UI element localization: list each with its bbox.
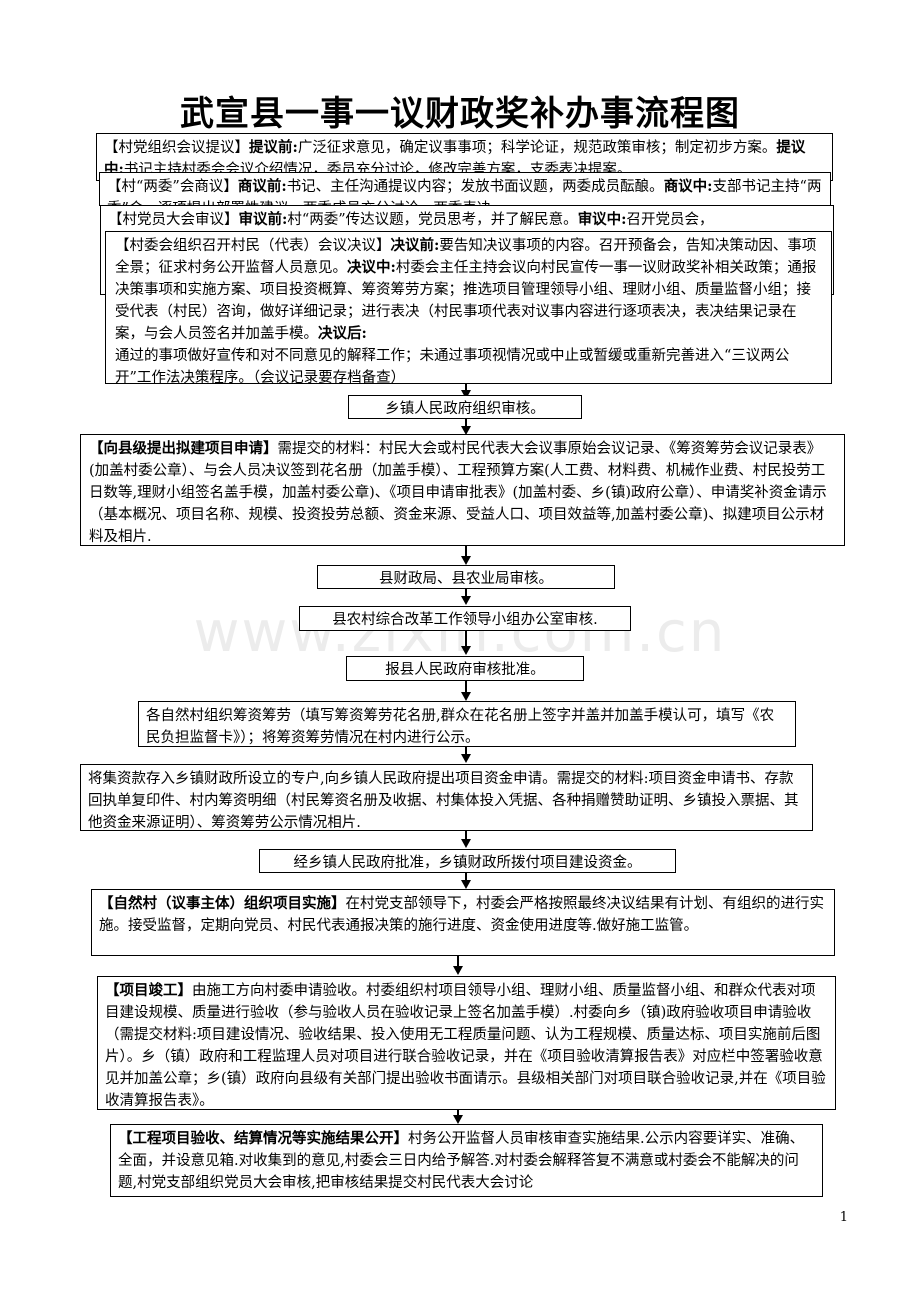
box-party-members-k2: 审议中: <box>577 211 627 228</box>
step-results-disclosure-text: 村务公开监督人员审核审查实施结果.公示内容要详实、准确、全面，并设意见箱.对收集… <box>118 1131 805 1191</box>
step-project-completion: 【项目竣工】由施工方向村委申请验收。村委组织村项目领导小组、理财小组、质量监督小… <box>97 976 836 1110</box>
box-villager-resolution-tag: 【村委会组织召开村民（代表）会议决议】 <box>115 238 391 254</box>
page-number: 1 <box>839 1210 848 1225</box>
box-two-committees: 【村“两委”会商议】商议前:书记、主任沟通提议内容；发放书面议题，两委成员酝酿。… <box>99 172 831 206</box>
box-party-members-t2: 召开党员会， <box>626 212 714 228</box>
step-county-application-text: 需提交的材料：村民大会或村民代表大会议事原始会议记录、《筹资筹劳会议记录表》(加… <box>89 441 827 545</box>
step-project-implementation: 【自然村（议事主体）组织项目实施】在村党支部领导下，村委会严格按照最终决议结果有… <box>91 889 835 956</box>
step-county-approval: 报县人民政府审核批准。 <box>346 656 584 681</box>
box-villager-resolution-k2: 决议中: <box>347 259 396 276</box>
step-county-finance-review: 县财政局、县农业局审核。 <box>317 565 615 589</box>
step-project-implementation-tag: 【自然村（议事主体）组织项目实施】 <box>99 895 346 912</box>
box-two-committees-k1: 商议前: <box>237 178 287 195</box>
step-deposit-funds: 将集资款存入乡镇财政所设立的专户,向乡镇人民政府提出项目资金申请。需提交的材料:… <box>80 764 813 831</box>
step-county-application-tag: 【向县级提出拟建项目申请】 <box>89 440 278 457</box>
box-villager-resolution-t2: 村委会主任主持会议向村民宣传一事一议财政奖补相关政策；通报决策事项和实施方案、项… <box>115 260 817 342</box>
step-reform-office-review: 县农村综合改革工作领导小组办公室审核. <box>299 606 631 631</box>
step-fundraising: 各自然村组织筹资筹劳（填写筹资筹劳花名册,群众在花名册上签字并盖并加盖手模认可，… <box>138 701 796 747</box>
box-party-members-t1: 村“两委”传达议题，党员思考，并了解民意。 <box>287 212 578 228</box>
box-villager-resolution-k3: 决议后: <box>318 325 367 342</box>
page-title: 武宣县一事一议财政奖补办事流程图 <box>180 94 740 134</box>
box-two-committees-t2: 支部书记主持“两委”会，逐项提出部署性建议，两委成员充分讨论，两委表决。 <box>107 179 822 205</box>
step-reform-office-review-text: 县农村综合改革工作领导小组办公室审核. <box>332 612 598 628</box>
step-township-review-text: 乡镇人民政府组织审核。 <box>385 401 545 417</box>
step-fundraising-text: 各自然村组织筹资筹劳（填写筹资筹劳花名册,群众在花名册上签字并盖并加盖手模认可，… <box>146 708 775 746</box>
box-party-proposal-t1: 广泛征求意见，确定议事事项；科学论证，规范政策审核；制定初步方案。 <box>297 140 777 156</box>
box-two-committees-t1: 书记、主任沟通提议内容；发放书面议题，两委成员酝酿。 <box>286 179 664 195</box>
step-fund-disbursement: 经乡镇人民政府批准，乡镇财政所拨付项目建设资金。 <box>259 849 676 873</box>
box-party-members-tag: 【村党员大会审议】 <box>108 212 239 228</box>
step-project-completion-text: 由施工方向村委申请验收。村委组织村项目领导小组、理财小组、质量监督小组、和群众代… <box>105 983 826 1109</box>
box-villager-resolution-t3: 通过的事项做好宣传和对不同意见的解释工作；未通过事项视情况或中止或暂缓或重新完善… <box>115 348 790 384</box>
step-county-application: 【向县级提出拟建项目申请】需提交的材料：村民大会或村民代表大会议事原始会议记录、… <box>80 434 845 546</box>
box-villager-resolution-k1: 决议前: <box>390 237 440 254</box>
step-county-approval-text: 报县人民政府审核批准。 <box>385 662 545 678</box>
box-party-members-k1: 审议前: <box>238 211 288 228</box>
step-project-completion-tag: 【项目竣工】 <box>105 982 192 999</box>
step-results-disclosure-tag: 【工程项目验收、结算情况等实施结果公开】 <box>118 1130 408 1147</box>
box-party-proposal-tag: 【村党组织会议提议】 <box>104 140 249 156</box>
box-party-proposal-k1: 提议前: <box>249 139 298 156</box>
step-fund-disbursement-text: 经乡镇人民政府批准，乡镇财政所拨付项目建设资金。 <box>293 855 642 871</box>
step-project-implementation-text: 在村党支部领导下，村委会严格按照最终决议结果有计划、有组织的进行实施。接受监督，… <box>99 896 824 934</box>
box-villager-resolution: 【村委会组织召开村民（代表）会议决议】决议前:要告知决议事项的内容。召开预备会，… <box>105 231 832 384</box>
step-township-review: 乡镇人民政府组织审核。 <box>348 395 582 419</box>
step-deposit-funds-text: 将集资款存入乡镇财政所设立的专户,向乡镇人民政府提出项目资金申请。需提交的材料:… <box>88 771 799 831</box>
box-two-committees-tag: 【村“两委”会商议】 <box>107 179 238 195</box>
box-villager-resolution-t1: 要告知决议事项的内容。召开预备会，告知决策动因、事项全景；征求村务公开监督人员意… <box>115 238 817 276</box>
box-two-committees-k2: 商议中: <box>663 178 713 195</box>
step-county-finance-review-text: 县财政局、县农业局审核。 <box>379 571 553 587</box>
step-results-disclosure: 【工程项目验收、结算情况等实施结果公开】村务公开监督人员审核审查实施结果.公示内… <box>110 1124 823 1197</box>
